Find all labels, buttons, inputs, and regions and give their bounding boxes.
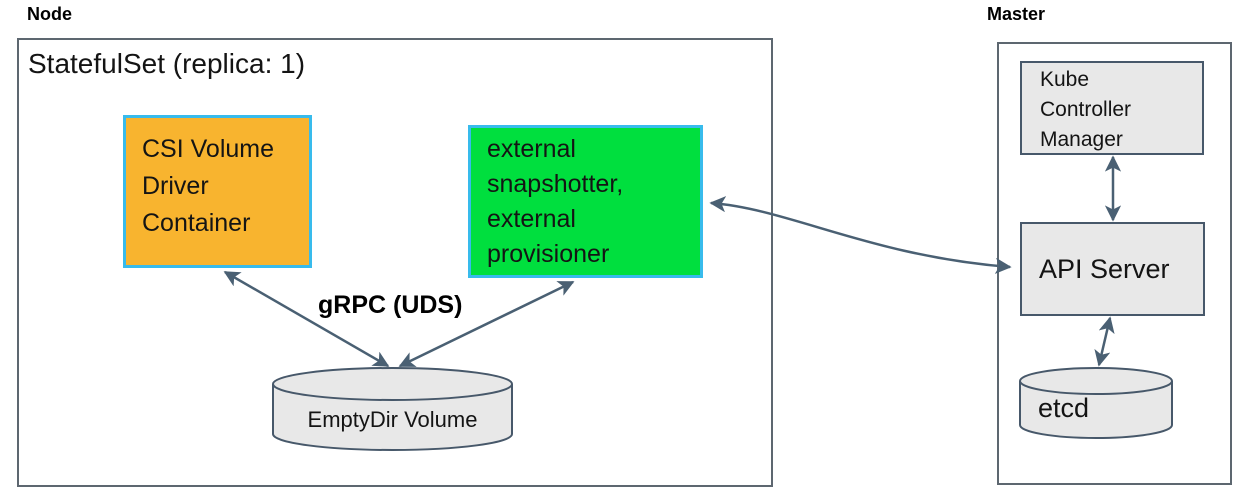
emptydir-volume-label: EmptyDir Volume bbox=[307, 407, 478, 432]
api-server-label: API Server bbox=[1039, 253, 1170, 284]
api-server-box: API Server bbox=[1020, 222, 1205, 316]
csi-volume-driver-box: CSI Volume Driver Container bbox=[123, 115, 312, 268]
sidecar-box-line: external bbox=[487, 135, 576, 163]
kcm-line: Kube bbox=[1040, 68, 1090, 91]
csi-box-line: CSI Volume bbox=[142, 135, 275, 163]
kcm-line: Manager bbox=[1040, 128, 1123, 151]
master-section-label: Master bbox=[987, 4, 1046, 24]
sidecar-box-line: snapshotter, bbox=[487, 170, 624, 198]
statefulset-box: StatefulSet (replica: 1) bbox=[17, 38, 773, 487]
sidecar-box-line: provisioner bbox=[487, 240, 610, 268]
sidecar-box-line: external bbox=[487, 205, 576, 233]
external-sidecars-box: external snapshotter, external provision… bbox=[468, 125, 703, 278]
grpc-uds-label: gRPC (UDS) bbox=[318, 291, 463, 319]
node-section-label: Node bbox=[27, 4, 72, 24]
csi-box-line: Container bbox=[142, 209, 251, 237]
kube-controller-manager-box: Kube Controller Manager bbox=[1020, 61, 1204, 155]
kcm-line: Controller bbox=[1040, 98, 1132, 121]
csi-box-line: Driver bbox=[142, 172, 209, 200]
etcd-label: etcd bbox=[1038, 393, 1090, 423]
statefulset-title: StatefulSet (replica: 1) bbox=[28, 48, 306, 79]
